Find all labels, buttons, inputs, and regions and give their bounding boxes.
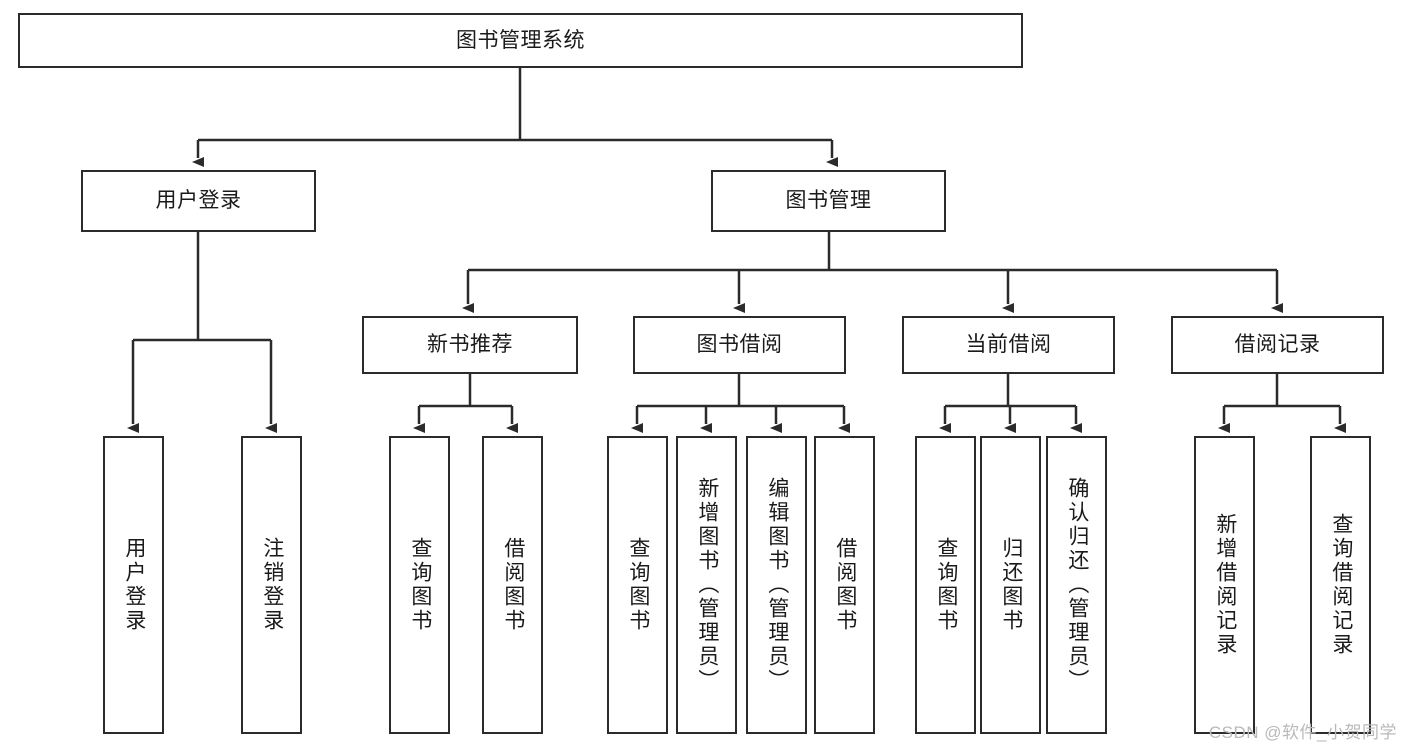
- node-leaf-borrow-book-1-label: 借阅图书: [501, 537, 525, 633]
- node-book-borrow-label: 图书借阅: [696, 333, 783, 357]
- node-root[interactable]: 图书管理系统: [18, 13, 1023, 68]
- node-current-borrow[interactable]: 当前借阅: [902, 316, 1115, 374]
- node-leaf-add-record-label: 新增借阅记录: [1213, 513, 1237, 657]
- node-leaf-return-book[interactable]: 归还图书: [980, 436, 1041, 734]
- node-user-login[interactable]: 用户登录: [81, 170, 316, 232]
- node-leaf-add-record[interactable]: 新增借阅记录: [1194, 436, 1255, 734]
- node-leaf-borrow-book-2-label: 借阅图书: [833, 537, 857, 633]
- node-leaf-query-book-1[interactable]: 查询图书: [389, 436, 450, 734]
- node-leaf-logout-login[interactable]: 注销登录: [241, 436, 302, 734]
- node-new-book-recommend-label: 新书推荐: [427, 333, 513, 357]
- node-current-borrow-label: 当前借阅: [965, 333, 1052, 357]
- node-leaf-query-book-3[interactable]: 查询图书: [915, 436, 976, 734]
- node-leaf-borrow-book-1[interactable]: 借阅图书: [482, 436, 543, 734]
- node-leaf-add-book-label: 新增图书（管理员）: [695, 477, 719, 693]
- node-root-label: 图书管理系统: [456, 28, 585, 52]
- node-leaf-return-book-label: 归还图书: [999, 537, 1023, 633]
- node-leaf-query-record[interactable]: 查询借阅记录: [1310, 436, 1371, 734]
- node-borrow-record[interactable]: 借阅记录: [1171, 316, 1384, 374]
- node-leaf-query-book-2-label: 查询图书: [626, 537, 650, 633]
- node-borrow-record-label: 借阅记录: [1234, 333, 1321, 357]
- node-user-login-label: 用户登录: [155, 189, 242, 213]
- node-leaf-query-book-1-label: 查询图书: [408, 537, 432, 633]
- node-book-management-label: 图书管理: [785, 189, 872, 213]
- node-leaf-user-login[interactable]: 用户登录: [103, 436, 164, 734]
- node-leaf-edit-book-label: 编辑图书（管理员）: [765, 477, 789, 693]
- node-leaf-logout-login-label: 注销登录: [260, 537, 284, 633]
- node-book-borrow[interactable]: 图书借阅: [633, 316, 846, 374]
- node-book-management[interactable]: 图书管理: [711, 170, 946, 232]
- node-leaf-confirm-return[interactable]: 确认归还（管理员）: [1046, 436, 1107, 734]
- node-leaf-add-book[interactable]: 新增图书（管理员）: [676, 436, 737, 734]
- node-leaf-borrow-book-2[interactable]: 借阅图书: [814, 436, 875, 734]
- node-leaf-edit-book[interactable]: 编辑图书（管理员）: [746, 436, 807, 734]
- node-leaf-confirm-return-label: 确认归还（管理员）: [1065, 477, 1089, 693]
- node-leaf-query-book-2[interactable]: 查询图书: [607, 436, 668, 734]
- node-leaf-user-login-label: 用户登录: [122, 537, 146, 633]
- node-new-book-recommend[interactable]: 新书推荐: [362, 316, 578, 374]
- node-leaf-query-record-label: 查询借阅记录: [1329, 513, 1353, 657]
- node-leaf-query-book-3-label: 查询图书: [934, 537, 958, 633]
